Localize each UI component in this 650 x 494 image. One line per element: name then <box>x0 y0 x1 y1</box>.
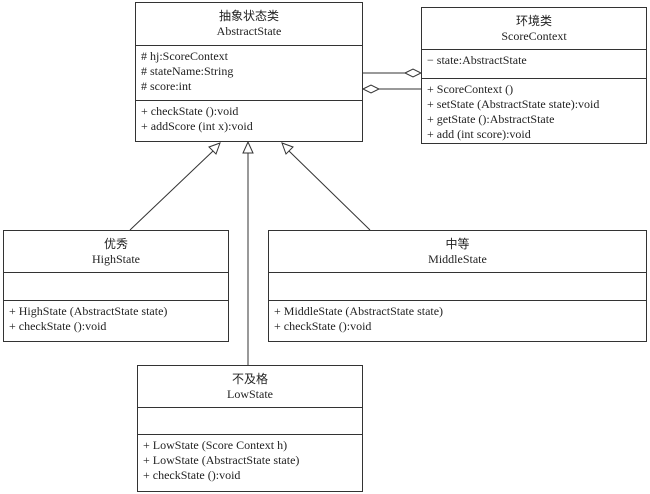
method: + addScore (int x):void <box>141 119 253 133</box>
generalization-arrow-low <box>242 140 254 154</box>
method: + checkState ():void <box>9 319 107 333</box>
class-name: HighState <box>92 252 140 266</box>
class-cn-name: 环境类 <box>515 14 552 28</box>
attributes <box>269 273 646 301</box>
class-cn-name: 优秀 <box>103 237 128 251</box>
generalization-arrow-middle <box>281 142 294 155</box>
attributes: # hj:ScoreContext # stateName:String # s… <box>136 46 362 101</box>
method: + checkState ():void <box>274 319 372 333</box>
class-cn-name: 中等 <box>445 237 470 251</box>
attribute: # hj:ScoreContext <box>141 49 228 63</box>
method: + LowState (Score Context h) <box>143 438 288 452</box>
class-header: 不及格 LowState <box>138 366 362 408</box>
method: + MiddleState (AbstractState state) <box>274 304 444 318</box>
class-high-state: 优秀 HighState + HighState (AbstractState … <box>3 230 229 342</box>
methods: + HighState (AbstractState state) + chec… <box>4 301 228 337</box>
attributes <box>4 273 228 301</box>
method: + HighState (AbstractState state) <box>9 304 168 318</box>
generalization-line-middle <box>288 150 371 231</box>
generalization-line-high <box>129 150 214 231</box>
class-abstract-state: 抽象状态类 AbstractState # hj:ScoreContext # … <box>135 2 363 142</box>
method: + checkState ():void <box>143 468 241 482</box>
class-header: 优秀 HighState <box>4 231 228 273</box>
class-score-context: 环境类 ScoreContext − state:AbstractState +… <box>421 7 647 144</box>
aggregation-diamond-top <box>403 68 423 78</box>
class-header: 抽象状态类 AbstractState <box>136 3 362 46</box>
methods: + LowState (Score Context h) + LowState … <box>138 435 362 486</box>
class-header: 中等 MiddleState <box>269 231 646 273</box>
class-name: ScoreContext <box>501 29 567 43</box>
method: + setState (AbstractState state):void <box>427 97 600 111</box>
class-cn-name: 抽象状态类 <box>218 9 279 23</box>
class-cn-name: 不及格 <box>231 372 268 386</box>
method: + checkState ():void <box>141 104 239 118</box>
methods: + MiddleState (AbstractState state) + ch… <box>269 301 646 337</box>
class-middle-state: 中等 MiddleState + MiddleState (AbstractSt… <box>268 230 647 342</box>
method: + ScoreContext () <box>427 82 514 96</box>
method: + LowState (AbstractState state) <box>143 453 300 467</box>
class-header: 环境类 ScoreContext <box>422 8 646 50</box>
class-name: LowState <box>227 387 273 401</box>
generalization-arrow-high <box>208 142 221 155</box>
class-name: AbstractState <box>216 24 282 38</box>
attribute: # score:int <box>141 79 192 93</box>
class-low-state: 不及格 LowState + LowState (Score Context h… <box>137 365 363 492</box>
methods: + checkState ():void + addScore (int x):… <box>136 101 362 137</box>
method: + getState ():AbstractState <box>427 112 555 126</box>
attribute: # stateName:String <box>141 64 234 78</box>
methods: + ScoreContext () + setState (AbstractSt… <box>422 79 646 145</box>
class-name: MiddleState <box>428 252 487 266</box>
attributes: − state:AbstractState <box>422 50 646 79</box>
method: + add (int score):void <box>427 127 531 141</box>
attributes <box>138 408 362 435</box>
aggregation-diamond-bottom <box>361 84 381 94</box>
attribute: − state:AbstractState <box>427 53 527 67</box>
